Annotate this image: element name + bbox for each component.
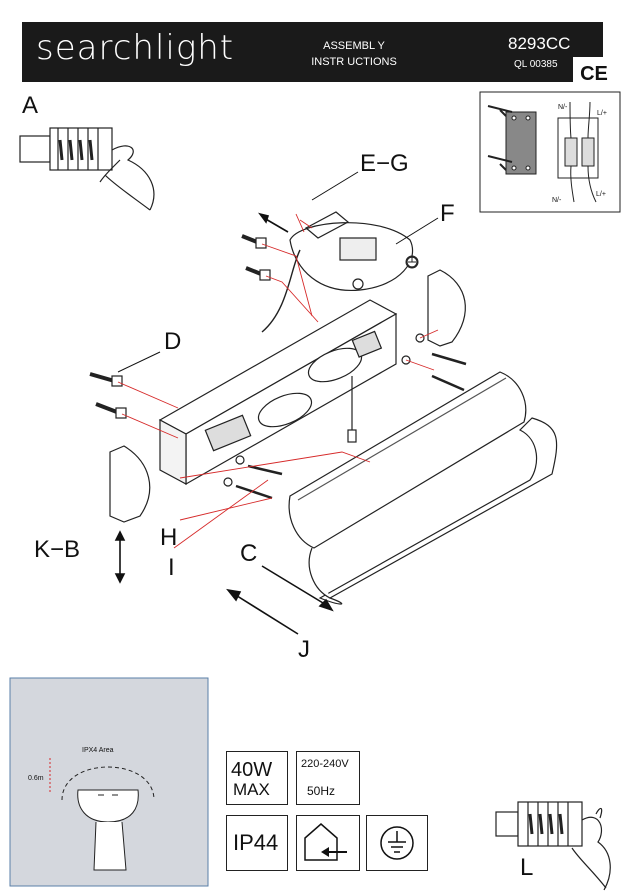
inset-n-bottom: N/- — [552, 197, 562, 204]
step-label-d: D — [164, 328, 182, 355]
light-body — [158, 299, 398, 486]
step-label-f: F — [440, 200, 455, 227]
screws — [89, 234, 467, 500]
spec-voltage: 220-240V — [301, 758, 349, 770]
wiring-hand-icon — [19, 127, 155, 211]
assembly-title-line2: INSTR UCTIONS — [311, 56, 397, 68]
earth-ground-icon-small — [405, 255, 419, 269]
ce-mark-icon: CE — [573, 57, 615, 91]
spec-wattage-suffix: MAX — [233, 780, 270, 799]
inset-n-top: N/- — [558, 104, 568, 111]
direction-arrows — [114, 212, 334, 635]
step-label-j: J — [298, 636, 310, 663]
header-bar: searchlight ASSEMBL Y INSTR UCTIONS 8293… — [22, 22, 615, 91]
end-cap-left — [109, 445, 151, 523]
ipx4-height-label: 0.6m — [28, 775, 44, 782]
spec-ip-rating: IP44 — [233, 830, 279, 855]
step-label-k-b: K−B — [34, 536, 81, 563]
end-cap-right — [427, 269, 466, 347]
spec-ip-box: IP44 — [226, 815, 288, 871]
wiring-hand-icon-l — [495, 801, 611, 891]
indoor-use-icon — [296, 815, 360, 871]
spec-wattage: 40W — [231, 759, 273, 781]
earth-ground-icon — [366, 815, 428, 871]
ql-code: QL 00385 — [514, 59, 558, 70]
step-label-h: H — [160, 524, 178, 551]
mounting-bracket — [261, 211, 414, 333]
step-label-c: C — [240, 540, 258, 567]
label-leaders — [117, 171, 439, 373]
step-label-a: A — [22, 92, 39, 119]
alignment-lines — [117, 213, 439, 549]
spec-wattage-box: 40W MAX — [226, 751, 288, 805]
diffuser-shade — [288, 371, 558, 605]
spec-frequency: 50Hz — [307, 784, 336, 798]
model-number: 8293CC — [508, 34, 571, 53]
step-label-e-g: E−G — [360, 150, 409, 177]
wiring-inset-diagram — [479, 91, 621, 213]
step-label-l: L — [520, 854, 534, 881]
ipx4-area-label: IPX4 Area — [82, 747, 114, 754]
brand-logo: searchlight — [36, 28, 235, 68]
inset-l-bottom: L/+ — [596, 191, 606, 198]
step-label-i: I — [168, 554, 175, 581]
assembly-title-line1: ASSEMBL Y — [323, 40, 385, 52]
inset-l-top: L/+ — [597, 110, 607, 117]
ipx4-zone-diagram — [9, 677, 209, 887]
spec-voltage-box: 220-240V 50Hz — [296, 751, 360, 805]
